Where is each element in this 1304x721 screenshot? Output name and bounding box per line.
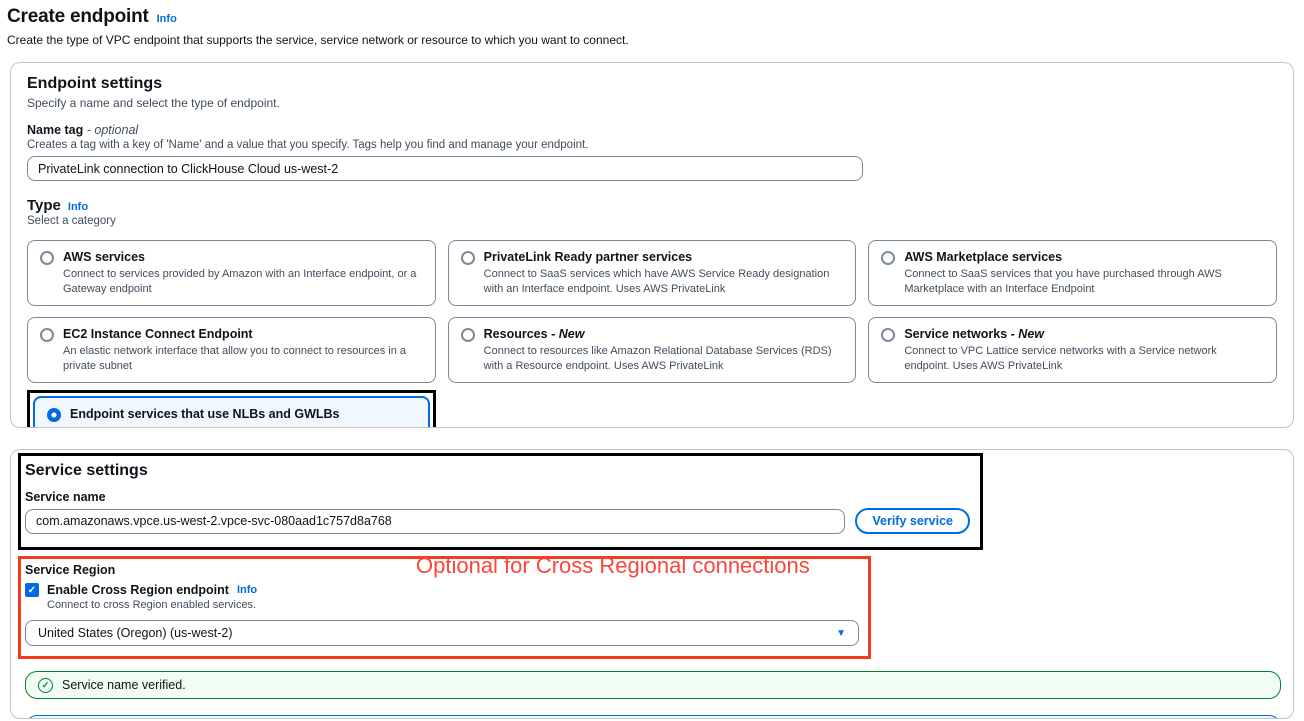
service-region-select[interactable]: United States (Oregon) (us-west-2) ▼: [25, 620, 859, 646]
page-title-info-link[interactable]: Info: [156, 13, 177, 25]
service-verified-banner: ✓ Service name verified.: [25, 671, 1281, 699]
type-option-description: Connect to SaaS services which have AWS …: [483, 268, 830, 296]
service-settings-card: Service settings Service name Verify ser…: [10, 449, 1294, 719]
type-option-title-text: Service networks: [904, 327, 1008, 342]
cross-region-annotation-note: Optional for Cross Regional connections: [416, 553, 810, 578]
service-region-annotation-box: Service Region ✓ Enable Cross Region end…: [18, 556, 871, 659]
cross-region-info-link[interactable]: Info: [236, 584, 258, 596]
type-option-description: Connect to VPC Lattice service networks …: [904, 345, 1217, 373]
service-region-label: Service Region: [25, 563, 116, 577]
type-option-title-text: Resources: [483, 327, 548, 342]
enable-cross-region-label: Enable Cross Region endpoint: [47, 583, 229, 597]
endpoint-settings-heading: Endpoint settings: [27, 75, 163, 92]
radio-selected-icon[interactable]: [47, 408, 61, 423]
service-region-select-value: United States (Oregon) (us-west-2): [38, 626, 233, 640]
verify-service-button[interactable]: Verify service: [855, 508, 970, 534]
type-description: Select a category: [27, 215, 116, 227]
selected-option-annotation-box: Endpoint services that use NLBs and GWLB…: [27, 390, 436, 428]
type-option-service-networks[interactable]: Service networks - New Connect to VPC La…: [868, 317, 1277, 384]
name-tag-label: Name tag - optional: [27, 123, 1277, 137]
enable-cross-region-checkbox[interactable]: ✓: [25, 583, 39, 597]
type-option-title: Endpoint services that use NLBs and GWLB…: [70, 407, 340, 422]
service-name-label: Service name: [25, 490, 106, 504]
radio-unselected-icon[interactable]: [881, 251, 896, 265]
radio-unselected-icon[interactable]: [40, 251, 54, 265]
type-option-privatelink-partner[interactable]: PrivateLink Ready partner services Conne…: [447, 240, 857, 307]
type-option-description: Connect to SaaS services that you have p…: [904, 268, 1222, 296]
success-check-icon: ✓: [38, 677, 53, 693]
service-name-input[interactable]: [25, 508, 846, 534]
type-option-endpoint-services-nlb-gwlb[interactable]: Endpoint services that use NLBs and GWLB…: [33, 396, 430, 428]
radio-unselected-icon[interactable]: [40, 328, 54, 343]
type-option-description: Connect to resources like Amazon Relatio…: [483, 345, 832, 373]
endpoint-settings-description: Specify a name and select the type of en…: [27, 96, 280, 110]
type-option-description: Find services shared with you by service…: [70, 425, 416, 428]
radio-unselected-icon[interactable]: [881, 328, 896, 343]
type-option-title: EC2 Instance Connect Endpoint: [63, 327, 253, 342]
type-options-grid: AWS services Connect to services provide…: [27, 240, 1277, 428]
type-option-new-badge: - New: [551, 327, 585, 342]
type-option-title: Resources - New: [484, 327, 844, 341]
type-option-aws-marketplace[interactable]: AWS Marketplace services Connect to SaaS…: [868, 240, 1277, 307]
name-tag-input[interactable]: [27, 156, 863, 181]
type-option-description: An elastic network interface that allow …: [63, 345, 407, 373]
endpoint-settings-card: Endpoint settings Specify a name and sel…: [10, 62, 1294, 428]
radio-unselected-icon[interactable]: [460, 251, 475, 265]
cross-region-info-banner: i You are creating an Endpoint that conn…: [25, 715, 1281, 718]
name-tag-optional-text: - optional: [86, 123, 139, 137]
type-option-title: Service networks - New: [904, 327, 1264, 341]
service-settings-annotation-box: Service settings Service name Verify ser…: [18, 453, 983, 550]
check-glyph: ✓: [41, 679, 50, 690]
checkbox-checked-icon: ✓: [27, 584, 37, 596]
type-option-new-badge: - New: [1010, 327, 1044, 342]
type-option-ec2-instance-connect[interactable]: EC2 Instance Connect Endpoint An elastic…: [27, 317, 436, 384]
type-option-title: PrivateLink Ready partner services: [483, 250, 693, 264]
type-option-aws-services[interactable]: AWS services Connect to services provide…: [27, 240, 436, 307]
type-option-description: Connect to services provided by Amazon w…: [63, 268, 417, 296]
cross-region-help: Connect to cross Region enabled services…: [47, 599, 257, 611]
page-header: Create endpoint Info Create the type of …: [0, 4, 1304, 47]
service-settings-heading: Service settings: [25, 462, 148, 479]
type-info-link[interactable]: Info: [67, 201, 89, 213]
type-option-title: AWS services: [63, 250, 145, 264]
page-subtitle: Create the type of VPC endpoint that sup…: [7, 33, 629, 47]
page-title: Create endpoint: [7, 6, 149, 27]
name-tag-help: Creates a tag with a key of 'Name' and a…: [27, 139, 589, 151]
type-option-resources[interactable]: Resources - New Connect to resources lik…: [447, 317, 857, 384]
caret-down-icon: ▼: [836, 627, 846, 639]
service-verified-text: Service name verified.: [62, 678, 186, 692]
type-option-title: AWS Marketplace services: [904, 250, 1063, 264]
radio-unselected-icon[interactable]: [460, 328, 475, 343]
name-tag-label-text: Name tag: [27, 123, 84, 137]
type-heading: Type: [27, 197, 61, 214]
